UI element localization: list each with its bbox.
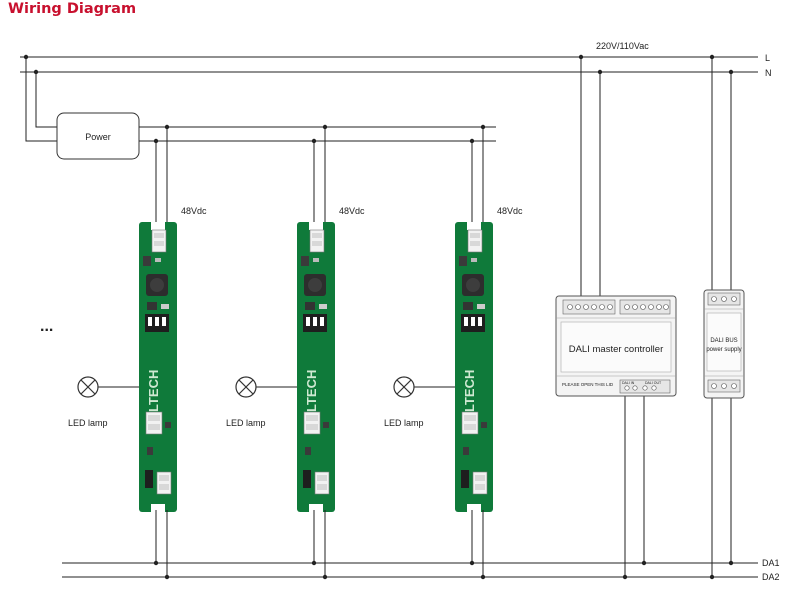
dc-rails [139, 126, 496, 142]
driver-1: LTECH [138, 221, 178, 513]
controller-port-a: DALI IN [622, 381, 635, 385]
bus-supply-line1: DALI BUS [710, 338, 737, 344]
bus-da1-label: DA1 [762, 558, 780, 568]
bus-da2-label: DA2 [762, 572, 780, 582]
driver-1-voltage: 48Vdc [181, 206, 207, 216]
lamp-3-label: LED lamp [384, 418, 424, 428]
power-feed-wires [25, 57, 57, 142]
driver-3-brand: LTECH [462, 370, 477, 412]
mains-drop-wires [580, 57, 732, 300]
controller-label: DALI master controller [569, 344, 664, 355]
dali-bus-power-supply [703, 289, 745, 399]
driver-2-brand: LTECH [304, 370, 319, 412]
driver-feed-wires [155, 127, 484, 230]
lamp-1-icon [77, 376, 99, 398]
power-box-label: Power [85, 132, 111, 142]
lamp-3-icon [393, 376, 415, 398]
driver-1-brand: LTECH [146, 370, 161, 412]
dali-master-controller [555, 295, 677, 397]
bus-supply-line2: power supply [706, 347, 741, 353]
dc-junctions [153, 124, 486, 144]
controller-notice: PLEASE OPEN THIS LID [562, 382, 614, 387]
continuation-dots: ... [40, 318, 53, 335]
driver-bus-wires [155, 396, 732, 577]
bus-junctions [153, 560, 734, 580]
driver-3: LTECH [454, 221, 494, 513]
controller-port-b: DALI OUT [645, 381, 662, 385]
lamp-2-label: LED lamp [226, 418, 266, 428]
line-n-label: N [765, 68, 772, 78]
driver-2: LTECH [296, 221, 336, 513]
power-box [56, 112, 140, 160]
lamp-2-icon [235, 376, 257, 398]
supply-label: 220V/110Vac [596, 41, 649, 51]
lamp-1-label: LED lamp [68, 418, 108, 428]
mains-junctions [23, 54, 734, 75]
line-l-label: L [765, 53, 770, 63]
driver-3-voltage: 48Vdc [497, 206, 523, 216]
mains-wires [20, 56, 758, 73]
page-title: Wiring Diagram [8, 1, 137, 17]
driver-2-voltage: 48Vdc [339, 206, 365, 216]
